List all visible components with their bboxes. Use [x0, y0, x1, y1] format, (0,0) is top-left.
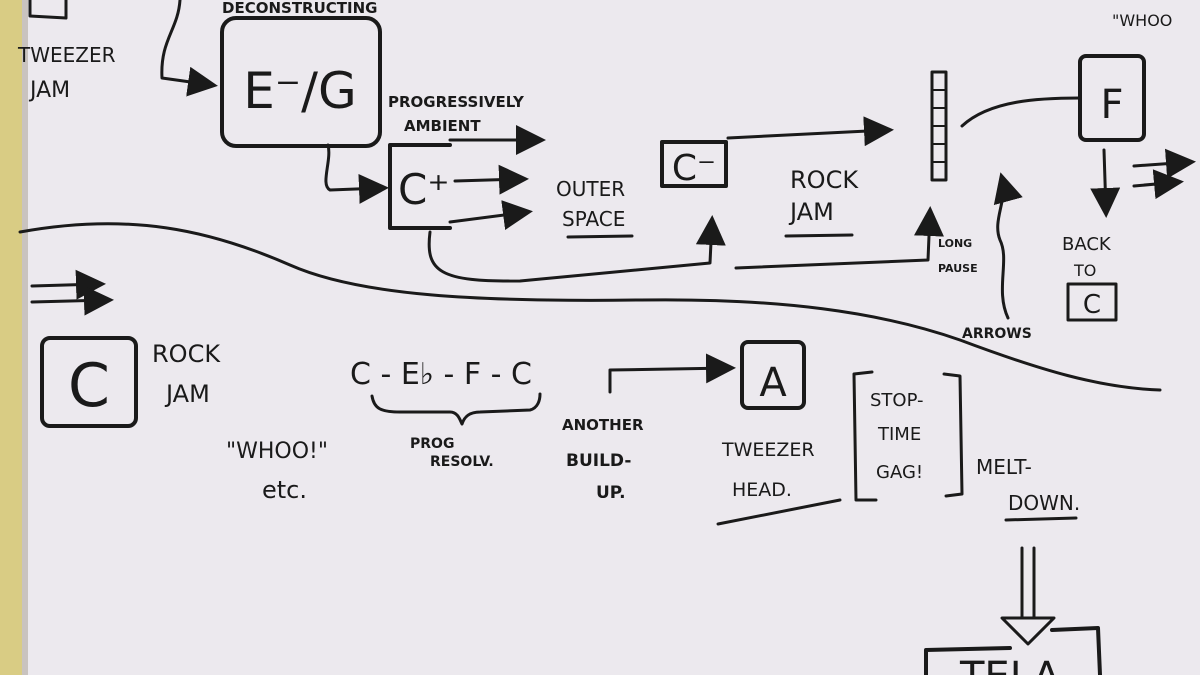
prog-ambient-label-2: AMBIENT	[404, 117, 481, 135]
melt-down-underline	[1004, 516, 1078, 522]
chord-progression-text: C - E♭ - F - C	[350, 357, 532, 392]
arrow-f-right-1	[1132, 148, 1196, 179]
arrow-f-down	[1090, 148, 1121, 218]
rock-jam-label-1: ROCK	[790, 166, 859, 194]
arrow-f-right-2	[1132, 169, 1184, 200]
cplus-chord-text: C⁺	[398, 165, 450, 214]
arrow-cminus-to-rock	[726, 116, 894, 147]
tweezer-jam-label-1: TWEEZER	[17, 43, 116, 67]
rock-jam-bottom-label-2: JAM	[164, 380, 210, 408]
curve-to-f	[960, 96, 1082, 128]
f-chord-text: F	[1100, 82, 1123, 128]
another-buildup-label-1: ANOTHER	[562, 416, 644, 434]
arrow-cplus-loop-to-cminus	[427, 215, 726, 283]
tela-box	[924, 626, 1102, 675]
arrows-label: ARROWS	[962, 326, 1032, 342]
stop-time-label-2: TIME	[877, 424, 921, 445]
melt-down-label-2: DOWN.	[1008, 491, 1080, 515]
c-small-text: C	[1083, 290, 1101, 320]
rock-jam-bottom-label-1: ROCK	[152, 340, 221, 368]
arrow-enter-1	[30, 269, 106, 300]
eg-chord-text: E⁻/G	[243, 62, 357, 120]
a-chord-box	[740, 340, 806, 410]
corner-box-fragment	[28, 0, 68, 20]
prog-resolv-label-2: RESOLV.	[430, 454, 494, 470]
double-arrow-head	[1000, 616, 1056, 646]
tela-text: TELA	[959, 654, 1061, 675]
stop-time-label-1: STOP-	[870, 390, 924, 411]
c-small-box	[1066, 282, 1118, 322]
prog-resolv-label-1: PROG	[410, 436, 454, 452]
arrow-into-eg	[160, 0, 218, 97]
cplus-box	[388, 143, 452, 230]
arrow-cplus-3	[448, 200, 533, 230]
arrow-enter-2	[30, 285, 114, 316]
outer-space-label-2: SPACE	[562, 207, 625, 231]
tweezer-head-underline	[716, 498, 842, 526]
cminus-chord-text: C⁻	[672, 148, 716, 189]
tweezer-head-label-1: TWEEZER	[721, 439, 815, 461]
stop-time-label-3: GAG!	[876, 462, 923, 483]
tweezer-head-label-2: HEAD.	[732, 479, 792, 501]
deconstructing-label: DECONSTRUCTING	[222, 0, 377, 17]
prog-ambient-label-1: PROGRESSIVELY	[388, 93, 525, 111]
whoo-tag-label: "WHOO	[1112, 11, 1172, 30]
whoo-label-2: etc.	[262, 476, 307, 504]
arrow-buildup-to-a	[608, 353, 736, 394]
whoo-label-1: "WHOO!"	[226, 439, 328, 464]
rock-jam-label-2: JAM	[788, 198, 834, 226]
paper-edge	[0, 0, 22, 675]
rock-jam-underline	[784, 233, 854, 238]
tweezer-jam-label-2: JAM	[28, 78, 70, 103]
section-divider-line	[18, 222, 1162, 392]
melt-down-label-1: MELT-	[976, 455, 1032, 479]
cminus-box	[660, 140, 728, 188]
c-chord-text: C	[68, 351, 110, 421]
outer-space-label-1: OUTER	[556, 177, 625, 201]
back-to-label-2: TO	[1073, 261, 1096, 280]
stop-time-bracket-left	[852, 370, 878, 502]
c-chord-box	[40, 336, 138, 428]
eg-chord-box	[220, 16, 382, 148]
arrow-cplus-2	[453, 164, 529, 195]
arrow-eg-to-cplus	[324, 143, 389, 204]
another-buildup-label-3: UP.	[596, 483, 626, 503]
double-arrow-shaft	[1020, 546, 1036, 620]
wavy-arrow-up	[993, 172, 1023, 320]
outer-space-underline	[566, 234, 634, 239]
stop-time-bracket-right	[942, 372, 964, 498]
back-to-label-1: BACK	[1062, 234, 1112, 255]
long-pause-label-1: LONG	[938, 237, 972, 250]
long-pause-label-2: PAUSE	[938, 262, 978, 275]
f-chord-box	[1078, 54, 1146, 142]
another-buildup-label-2: BUILD-	[566, 451, 631, 471]
arrow-long-pause	[734, 206, 944, 270]
progression-bracket	[370, 392, 542, 426]
a-chord-text: A	[759, 360, 787, 406]
